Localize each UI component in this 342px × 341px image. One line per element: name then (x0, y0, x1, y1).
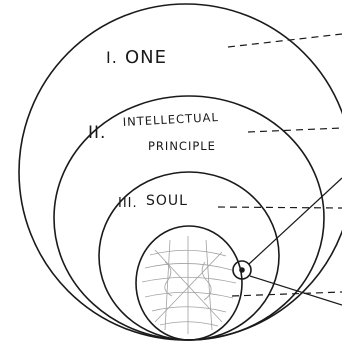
ray-upper (249, 178, 342, 264)
circle-material-world (136, 226, 242, 340)
label-soul-numeral: III. (118, 196, 138, 211)
dash-intellect (248, 128, 342, 132)
label-one-numeral: I. (106, 48, 118, 67)
label-intellect-line2: PRINCIPLE (148, 139, 216, 153)
label-soul-text: SOUL (146, 193, 188, 209)
label-intellect-line1: INTELLECTUAL (122, 110, 219, 129)
world-sketch (142, 236, 236, 334)
label-intellect-numeral: II. (88, 123, 106, 143)
ray-lower (250, 276, 342, 305)
dash-world (232, 292, 342, 296)
label-one-text: ONE (125, 47, 167, 68)
